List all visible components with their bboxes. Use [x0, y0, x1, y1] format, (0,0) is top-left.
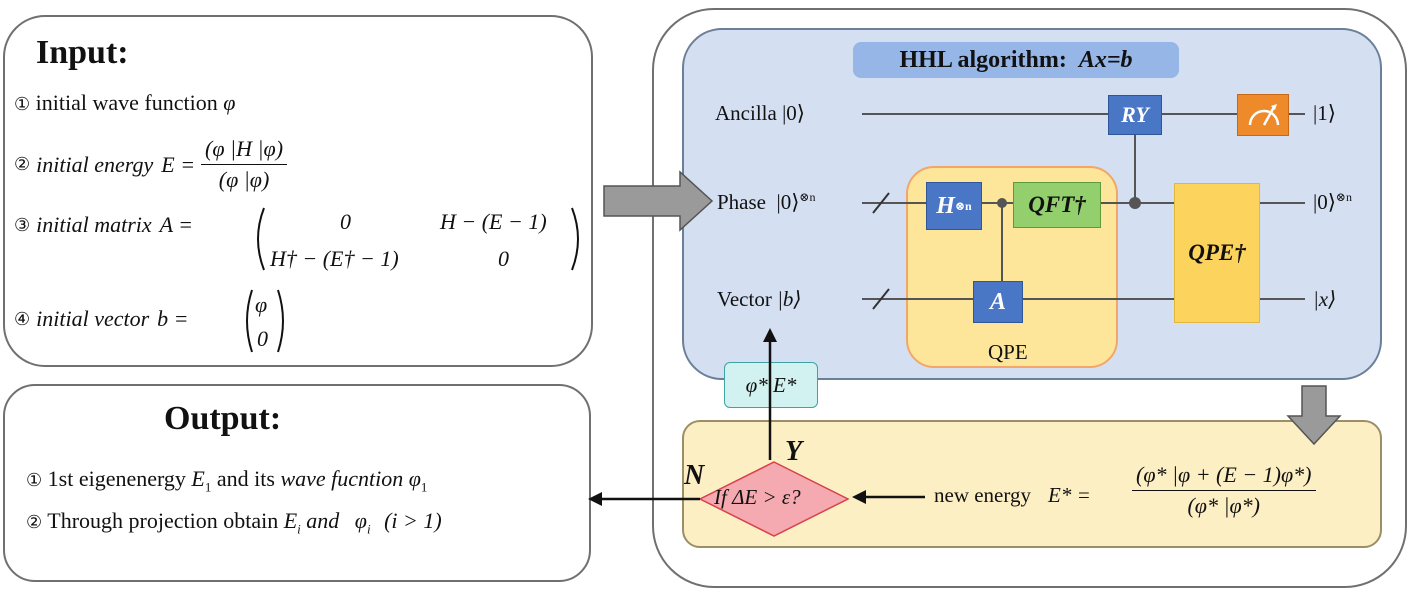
phase-label: Phase |0⟩⊗n: [717, 190, 815, 215]
matrix-cell-21: H† − (E† − 1): [270, 246, 399, 271]
input-item-1-symbol: φ: [223, 90, 236, 115]
yes-label: Y: [785, 436, 803, 467]
phase-output-sup: ⊗n: [1335, 190, 1352, 204]
unitary-a-gate: A: [973, 281, 1023, 323]
vector-brackets: [246, 289, 284, 353]
energy-fraction: (φ |H |φ) (φ |φ): [201, 136, 288, 193]
vector-label: Vector |b⟩: [717, 287, 802, 312]
phase-ket: |0⟩: [776, 190, 800, 214]
hadamard-gate-label: H: [936, 192, 955, 219]
output-item-1: ① 1st eigenenergy E1 and its wave fucnti…: [26, 466, 427, 495]
input-item-2: ② initial energy E = (φ |H |φ) (φ |φ): [14, 136, 288, 193]
output-item-1-phi: φ: [408, 466, 421, 491]
ancilla-label-text: Ancilla: [715, 101, 777, 125]
energy-numerator: (φ |H |φ): [201, 136, 288, 165]
ry-gate-label: RY: [1121, 102, 1149, 127]
qpe-label: QPE: [988, 340, 1028, 364]
phase-output-ket: |0⟩: [1313, 190, 1336, 214]
input-panel: [3, 15, 593, 367]
output-item-1-conj: and its: [216, 466, 275, 491]
new-energy-numerator: (φ* |φ + (E − 1)φ*): [1132, 462, 1316, 491]
input-item-3: ③ initial matrix A =: [14, 212, 193, 238]
output-item-1-phi-sub: 1: [420, 479, 428, 495]
matrix-cell-11: 0: [340, 209, 351, 234]
new-energy-denominator: (φ* |φ*): [1187, 493, 1261, 518]
new-energy-fraction: (φ* |φ + (E − 1)φ*) (φ* |φ*): [1132, 462, 1316, 519]
ancilla-output: |1⟩: [1313, 101, 1336, 125]
vector-cell-1: φ: [255, 292, 268, 317]
item-number: ③: [14, 214, 31, 236]
ry-gate: RY: [1108, 95, 1162, 135]
unitary-a-gate-label: A: [989, 288, 1006, 315]
output-item-2-conj: and: [306, 508, 340, 533]
output-item-2-phi-sub: i: [366, 521, 371, 537]
hhl-title-text: HHL algorithm:: [899, 46, 1067, 73]
vector-cell-2: 0: [257, 326, 268, 351]
input-item-3-lhs: A =: [159, 212, 194, 237]
output-item-2-energy-sub: i: [297, 521, 301, 537]
matrix-cell-22: 0: [498, 246, 509, 271]
vector-label-text: Vector: [717, 287, 772, 311]
output-item-2-condition: (i > 1): [384, 508, 442, 533]
decision-diamond: [698, 461, 850, 537]
new-energy-lhs: E* =: [1048, 483, 1091, 507]
phase-label-text: Phase: [717, 190, 766, 214]
matrix-brackets: [257, 207, 579, 271]
new-energy-text: new energy: [934, 483, 1031, 507]
hadamard-gate-sup: ⊗n: [954, 198, 972, 213]
ancilla-label: Ancilla |0⟩: [715, 101, 805, 126]
energy-denominator: (φ |φ): [218, 167, 270, 192]
item-number: ④: [14, 308, 31, 330]
hhl-title: HHL algorithm: Ax=b: [853, 42, 1179, 78]
output-item-2-phi: φ: [354, 508, 367, 533]
item-number: ①: [14, 94, 31, 115]
no-label: N: [684, 460, 705, 491]
output-title: Output:: [164, 400, 282, 437]
output-item-2-energy: E: [283, 508, 298, 533]
vector-ket: |b⟩: [777, 287, 802, 311]
input-item-1-text: initial wave function: [35, 90, 218, 115]
input-item-2-text: initial energy: [36, 151, 154, 177]
item-number: ①: [26, 470, 43, 491]
input-item-2-lhs: E =: [161, 151, 196, 177]
item-number: ②: [26, 512, 43, 533]
input-item-3-text: initial matrix: [36, 212, 152, 237]
qft-dagger-gate-label: QFT†: [1028, 192, 1086, 217]
output-item-2-text: Through projection obtain: [47, 508, 279, 533]
input-item-4: ④ initial vector b =: [14, 306, 189, 332]
hadamard-gate: H⊗n: [926, 182, 982, 230]
decision-text: If ΔE > ε?: [714, 485, 801, 509]
output-item-2: ② Through projection obtain Ei and φi (i…: [26, 508, 442, 537]
meter-icon: [1248, 104, 1280, 126]
output-item-1-energy-sub: 1: [204, 479, 212, 495]
vector-output: |x⟩: [1313, 287, 1337, 311]
ancilla-ket: |0⟩: [782, 101, 805, 125]
qpe-dagger-gate-label: QPE†: [1188, 240, 1246, 265]
measurement-gate: [1237, 94, 1289, 136]
input-item-1: ① initial wave function φ: [14, 90, 235, 116]
item-number: ②: [14, 154, 31, 175]
phase-ket-sup: ⊗n: [799, 190, 816, 204]
qpe-dagger-gate: QPE†: [1174, 183, 1260, 323]
output-panel: [3, 384, 591, 582]
output-item-1-energy: E: [191, 466, 205, 491]
output-item-1-wave: wave fucntion: [280, 466, 404, 491]
input-item-4-text: initial vector: [36, 306, 150, 331]
output-item-1-text: 1st eigenenergy: [47, 466, 186, 491]
input-item-4-lhs: b =: [157, 306, 189, 331]
hhl-title-equation: Ax=b: [1078, 46, 1133, 73]
qft-dagger-gate: QFT†: [1013, 182, 1101, 228]
phase-output: |0⟩⊗n: [1313, 190, 1352, 215]
matrix-cell-12: H − (E − 1): [440, 209, 547, 234]
input-title: Input:: [36, 34, 129, 71]
